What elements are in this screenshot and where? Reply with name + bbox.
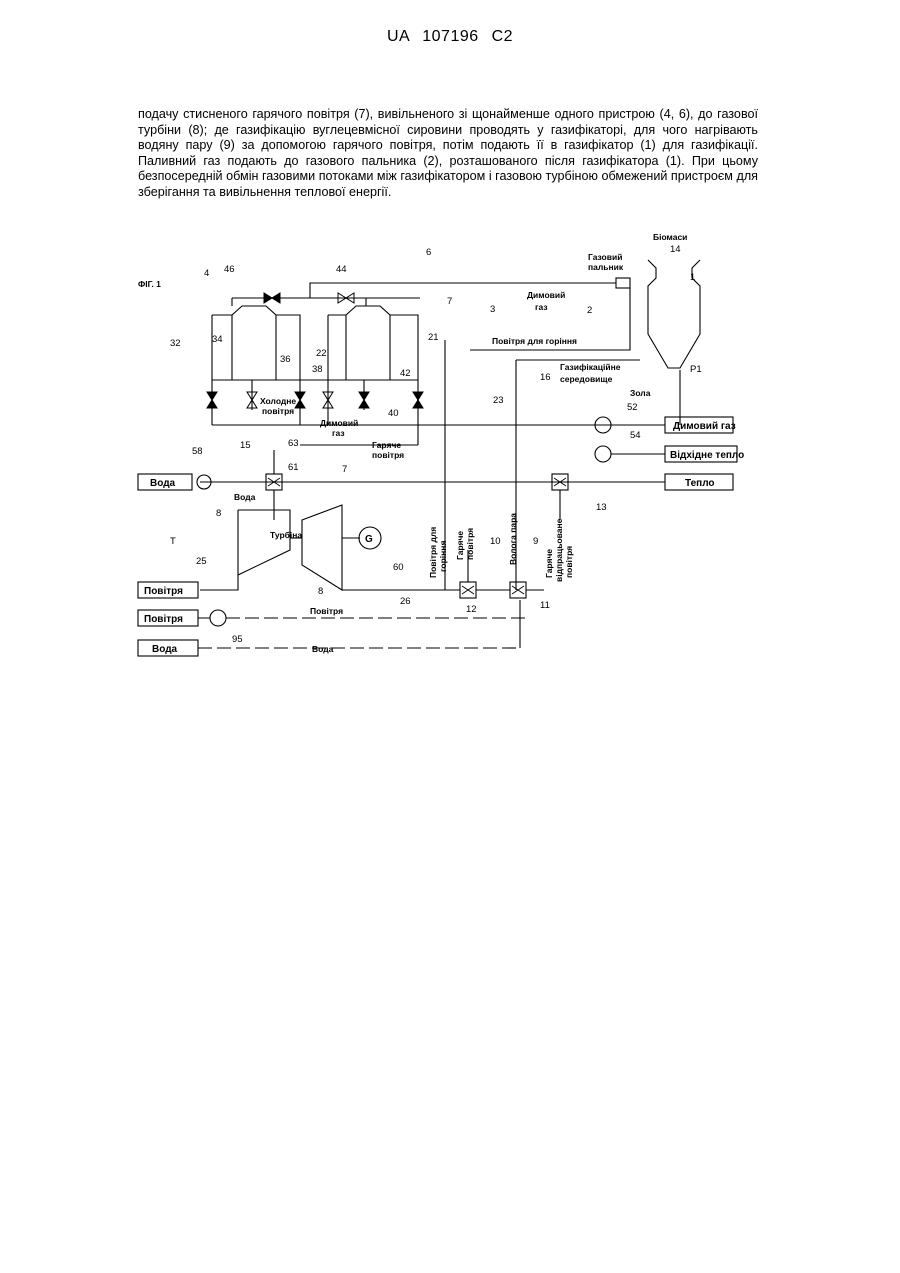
ref-2: 2 [587,305,592,316]
ref-58: 58 [192,446,203,457]
label-ash: Зола [630,388,651,398]
ref-21: 21 [428,332,439,343]
gas-turbine [302,505,342,590]
ref-16: 16 [540,372,551,383]
label-gasif-medium-1: Газифікаційне [560,362,621,372]
ref-p1: P1 [690,364,702,375]
ref-42: 42 [400,368,411,379]
box-air-in-1: Повітря [144,586,183,597]
ref-11: 11 [540,600,550,611]
label-cold-air-2: повітря [262,406,294,416]
ref-14: 14 [670,244,681,255]
label-v-combustion-air-1: Повітря для [428,527,438,578]
box-flue-gas-out: Димовий газ [673,421,736,432]
label-v-combustion-air-2: горіння [438,541,448,572]
ref-36: 36 [280,354,291,365]
label-v-hot-air-2: повітря [465,528,475,560]
ref-23: 23 [493,395,504,406]
ref-1: 1 [690,272,695,283]
compressor [238,510,290,575]
ref-26: 26 [400,596,411,607]
label-v-wet-steam: Волога пара [508,513,518,565]
ref-46: 46 [224,264,235,275]
ref-40: 40 [388,408,399,419]
fan-waste-heat [595,446,611,462]
box-heat: Тепло [685,478,715,489]
label-hot-air-2: повітря [372,450,404,460]
air-fan [210,610,226,626]
label-v-hot-air-1: Гаряче [455,531,465,560]
storage-tank-left [232,306,276,380]
box-waste-heat: Відхідне тепло [670,450,744,461]
ref-8a: 8 [216,508,221,519]
ref-8b: 8 [318,586,323,597]
label-gasif-medium-2: середовище [560,374,613,384]
label-combustion-air: Повітря для горіння [492,336,577,346]
pipe-flue-top [310,283,616,298]
label-hot-air-1: Гаряче [372,440,401,450]
ref-38: 38 [312,364,323,375]
label-flue-gas-top-1: Димовий [527,290,565,300]
fig-label: ФІГ. 1 [138,279,161,289]
label-v-spent-air-2: відпрацьоване [554,518,564,582]
document-header: UA 107196 C2 [0,28,900,46]
label-biomass: Біомаси [653,232,687,242]
label-generator: G [365,534,373,545]
ref-9: 9 [533,536,538,547]
ref-10: 10 [490,536,501,547]
ref-32: 32 [170,338,181,349]
label-gas-burner-2: пальник [588,262,624,272]
label-flue-gas-mid-2: газ [332,428,345,438]
ref-7a: 7 [447,296,452,307]
valve-46 [264,293,280,303]
box-water-in-2: Вода [152,644,178,655]
ref-13: 13 [596,502,607,513]
label-flue-gas-mid-1: Димовий [320,418,358,428]
ref-44: 44 [336,264,347,275]
ref-12: 12 [466,604,477,615]
valve-36 [295,392,305,408]
label-flue-gas-top-2: газ [535,302,548,312]
process-schematic: Біомаси Газовий пальник Димовий газ Пові… [120,220,760,670]
ref-60: 60 [393,562,404,573]
ref-54: 54 [630,430,641,441]
figure-1-diagram: Біомаси Газовий пальник Димовий газ Пові… [120,220,760,670]
box-air-in-2: Повітря [144,614,183,625]
label-v-spent-air-1: Гаряче [544,549,554,578]
ref-t: T [170,536,176,547]
ref-63: 63 [288,438,299,449]
label-water-small: Вода [234,492,256,502]
body-paragraph: подачу стисненого гарячого повітря (7), … [138,107,758,201]
storage-tank-right [346,306,390,380]
ref-34: 34 [212,334,223,345]
label-air-mid: Повітря [310,606,343,616]
ref-52: 52 [627,402,638,413]
ref-95: 95 [232,634,243,645]
label-v-spent-air-3: повітря [564,546,574,578]
box-water-in: Вода [150,478,176,489]
ref-3: 3 [490,304,495,315]
valve-40 [359,392,369,408]
ref-15: 15 [240,440,251,451]
label-turbine: Турбіна [270,530,302,540]
valve-32 [207,392,217,408]
gas-burner [616,278,630,288]
ref-61: 61 [288,462,299,473]
ref-22: 22 [316,348,327,359]
ref-4: 4 [204,268,209,279]
label-water-bottom: Вода [312,644,334,654]
ref-6: 6 [426,247,431,258]
label-gas-burner-1: Газовий [588,252,622,262]
ref-25: 25 [196,556,207,567]
valve-42 [413,392,423,408]
label-cold-air-1: Холодне [260,396,296,406]
ref-7b: 7 [342,464,347,475]
